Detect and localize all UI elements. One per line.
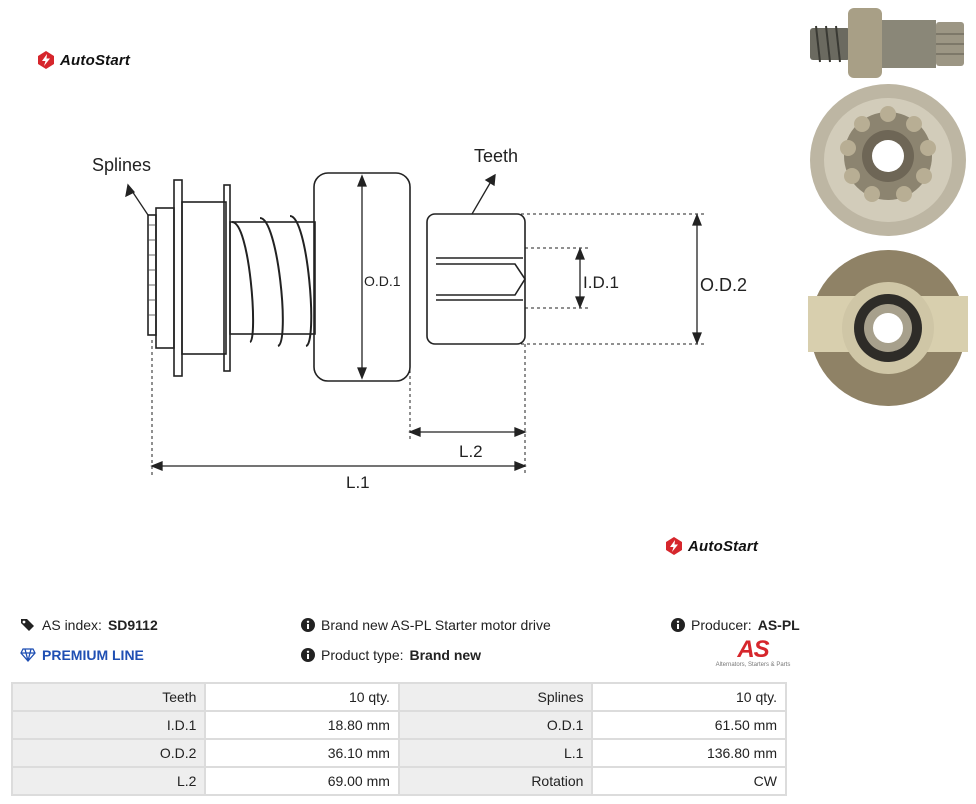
info-icon (301, 618, 315, 632)
diamond-icon (20, 648, 36, 662)
info-icon (671, 618, 685, 632)
producer-value: AS-PL (757, 617, 800, 633)
info-icon (301, 648, 315, 662)
as-index-label: AS index: (42, 617, 102, 633)
spec-value: CW (591, 766, 787, 796)
producer: Producer: AS-PL (671, 617, 800, 633)
technical-drawing: Splines Teeth O.D.1 I.D.1 O.D.2 L.2 L.1 (92, 146, 747, 492)
label-l2: L.2 (459, 442, 483, 461)
as-pl-logo: AS Alternators, Starters & Parts (712, 636, 794, 669)
autostart-logo: AutoStart (36, 50, 130, 70)
label-l1: L.1 (346, 473, 370, 492)
tags-icon (21, 619, 34, 631)
spec-table: Teeth 10 qty. Splines 10 qty. I.D.1 18.8… (10, 682, 787, 796)
product-type-value: Brand new (409, 647, 482, 663)
spec-value: 10 qty. (204, 682, 400, 712)
label-splines: Splines (92, 155, 151, 175)
table-row: I.D.1 18.80 mm O.D.1 61.50 mm (10, 710, 787, 740)
starter-drive-side-photo (810, 8, 964, 78)
product-type: Product type: Brand new (301, 647, 481, 663)
premium-line: PREMIUM LINE (20, 647, 144, 663)
as-pl-logo-subtitle: Alternators, Starters & Parts (715, 662, 791, 668)
description: Brand new AS-PL Starter motor drive (301, 617, 551, 633)
spec-label: Rotation (397, 766, 594, 796)
spec-value: 136.80 mm (591, 738, 787, 768)
spec-label: L.1 (397, 738, 594, 768)
autostart-logo-text: AutoStart (688, 537, 759, 555)
spec-label: I.D.1 (10, 710, 207, 740)
autostart-logo-bottom: AutoStart (664, 536, 758, 556)
description-text: Brand new AS-PL Starter motor drive (321, 617, 551, 633)
spec-value: 69.00 mm (204, 766, 400, 796)
producer-label: Producer: (691, 617, 752, 633)
starter-drive-front-photo (810, 84, 966, 236)
spec-label: L.2 (10, 766, 207, 796)
table-row: L.2 69.00 mm Rotation CW (10, 766, 787, 796)
premium-line-label: PREMIUM LINE (42, 647, 144, 663)
label-od2: O.D.2 (700, 275, 747, 295)
autostart-logo-text: AutoStart (60, 51, 131, 69)
table-row: O.D.2 36.10 mm L.1 136.80 mm (10, 738, 787, 768)
product-type-label: Product type: (321, 647, 404, 663)
spec-value: 36.10 mm (204, 738, 400, 768)
as-index-value: SD9112 (107, 617, 158, 633)
autostart-logo-icon (38, 51, 54, 69)
spec-value: 61.50 mm (591, 710, 787, 740)
label-od1: O.D.1 (364, 273, 401, 289)
table-row: Teeth 10 qty. Splines 10 qty. (10, 682, 787, 712)
spec-value: 18.80 mm (204, 710, 400, 740)
spec-label: Splines (397, 682, 594, 712)
spec-label: O.D.1 (397, 710, 594, 740)
label-id1: I.D.1 (583, 273, 619, 292)
as-pl-logo-text: AS (737, 636, 769, 663)
as-index: AS index: SD9112 (20, 617, 158, 633)
spec-value: 10 qty. (591, 682, 787, 712)
starter-drive-back-photo (808, 250, 968, 406)
autostart-logo-icon (666, 537, 682, 555)
spec-label: O.D.2 (10, 738, 207, 768)
spec-label: Teeth (10, 682, 207, 712)
label-teeth: Teeth (474, 146, 518, 166)
